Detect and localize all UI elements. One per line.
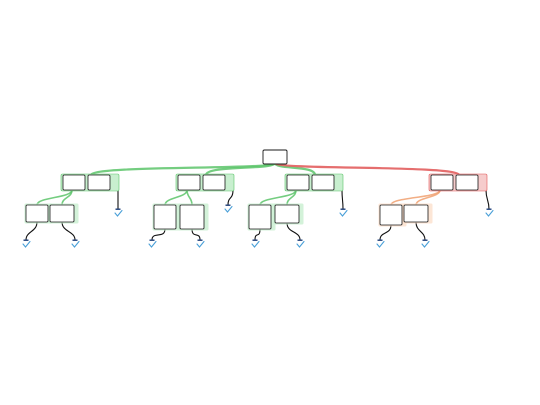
branch-card-b1-1[interactable] — [62, 174, 86, 191]
branch-card-b1-2[interactable] — [87, 174, 111, 191]
leaf-marker — [72, 239, 78, 241]
checkmark-icon — [71, 240, 80, 248]
checkmark-icon — [224, 205, 233, 213]
subnode-s5[interactable] — [248, 204, 272, 230]
leaf-marker — [340, 208, 346, 210]
subnode-connector-s3 — [164, 189, 188, 206]
subnode-connector-s2 — [61, 189, 73, 206]
leaf-connector-l11 — [415, 221, 426, 241]
leaf-connector-l6 — [227, 189, 234, 206]
leaf-marker — [422, 239, 428, 241]
leaf-marker — [115, 208, 121, 210]
checkmark-icon — [251, 240, 260, 248]
leaf-connector-l2 — [61, 221, 76, 241]
leaf-connector-l1 — [25, 221, 38, 241]
subnode-s8[interactable] — [403, 204, 429, 223]
branch-card-b3-1[interactable] — [286, 174, 310, 191]
leaf-l7[interactable] — [251, 239, 260, 248]
subnode-s3[interactable] — [153, 204, 177, 230]
branch-connector-b1 — [89, 161, 277, 177]
checkmark-icon — [421, 240, 430, 248]
leaf-l4[interactable] — [148, 239, 157, 248]
checkmark-icon — [22, 240, 31, 248]
leaf-l12[interactable] — [485, 208, 494, 217]
node-layer — [24, 149, 488, 231]
checkmark-icon — [148, 240, 157, 248]
leaf-connector-l7 — [254, 228, 261, 241]
leaf-marker — [252, 239, 258, 241]
subnode-s1[interactable] — [25, 204, 49, 223]
subnode-s6[interactable] — [274, 204, 300, 224]
checkmark-icon — [485, 209, 494, 217]
leaf-layer — [22, 204, 494, 248]
subnode-connector-s8 — [415, 189, 441, 206]
connector-layer — [25, 189, 490, 241]
leaf-l11[interactable] — [421, 239, 430, 248]
subnode-connector-s4 — [186, 189, 193, 206]
leaf-marker — [197, 239, 203, 241]
leaf-l3[interactable] — [114, 208, 123, 217]
branch-card-b4-1[interactable] — [430, 174, 454, 191]
subnode-s2[interactable] — [49, 204, 75, 223]
subnode-connector-s7 — [390, 189, 441, 206]
leaf-l10[interactable] — [376, 239, 385, 248]
branch-card-b2-2[interactable] — [202, 174, 226, 191]
leaf-marker — [297, 239, 303, 241]
leaf-l9[interactable] — [339, 208, 348, 217]
branch-connector-b4 — [273, 161, 461, 177]
subnode-s7[interactable] — [379, 204, 403, 226]
leaf-connector-l9 — [341, 189, 344, 210]
checkmark-icon — [196, 240, 205, 248]
leaf-marker — [149, 239, 155, 241]
leaf-marker — [225, 204, 231, 206]
checkmark-icon — [296, 240, 305, 248]
leaf-connector-l10 — [379, 224, 392, 241]
leaf-l2[interactable] — [71, 239, 80, 248]
checkmark-icon — [376, 240, 385, 248]
branch-card-b3-2[interactable] — [311, 174, 335, 191]
checkmark-icon — [339, 209, 348, 217]
branch-connector-b2 — [204, 161, 277, 176]
leaf-l6[interactable] — [224, 204, 233, 213]
subnode-connector-s6 — [286, 189, 297, 206]
root-node[interactable] — [262, 149, 288, 165]
leaf-connector-l8 — [286, 222, 301, 241]
branch-card-b4-2[interactable] — [455, 174, 479, 191]
leaf-connector-l12 — [485, 189, 490, 210]
leaf-l1[interactable] — [22, 239, 31, 248]
checkmark-icon — [114, 209, 123, 217]
subnode-s4[interactable] — [179, 204, 205, 230]
leaf-marker — [486, 208, 492, 210]
leaf-marker — [23, 239, 29, 241]
leaf-connector-l4 — [151, 228, 166, 241]
leaf-l5[interactable] — [196, 239, 205, 248]
branch-card-b2-1[interactable] — [177, 174, 201, 191]
leaf-l8[interactable] — [296, 239, 305, 248]
leaf-connector-l5 — [191, 228, 201, 241]
leaf-marker — [377, 239, 383, 241]
